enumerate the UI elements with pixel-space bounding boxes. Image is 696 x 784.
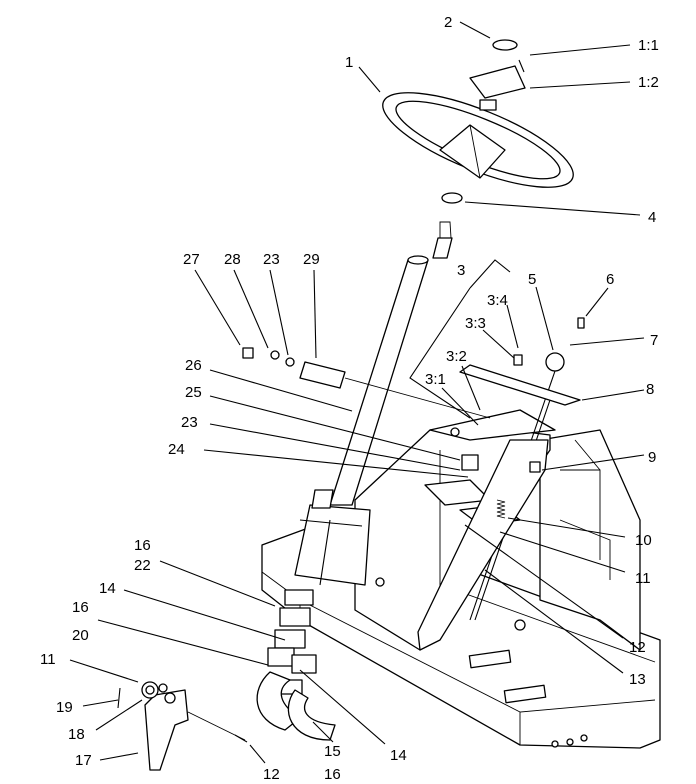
callout-18: 18 bbox=[68, 726, 85, 743]
callout-4: 4 bbox=[648, 209, 656, 226]
callout-27: 27 bbox=[183, 251, 200, 268]
callout-14-bottom: 14 bbox=[390, 747, 407, 764]
callout-9: 9 bbox=[648, 449, 656, 466]
callout-15: 15 bbox=[324, 743, 341, 760]
callout-25: 25 bbox=[185, 384, 202, 401]
callout-12-right: 12 bbox=[629, 639, 646, 656]
callout-3: 3 bbox=[457, 262, 465, 279]
pitman-arm bbox=[117, 681, 248, 771]
steering-column bbox=[294, 192, 463, 586]
callout-29: 29 bbox=[303, 251, 320, 268]
linkage-27-29 bbox=[242, 347, 491, 419]
callout-3-1: 3:1 bbox=[425, 371, 446, 388]
callout-20: 20 bbox=[72, 627, 89, 644]
callout-2: 2 bbox=[444, 14, 452, 31]
callout-16-a: 16 bbox=[134, 537, 151, 554]
callout-28: 28 bbox=[224, 251, 241, 268]
callout-6: 6 bbox=[606, 271, 614, 288]
callout-16-b: 16 bbox=[72, 599, 89, 616]
callout-8: 8 bbox=[646, 381, 654, 398]
callout-1-1: 1:1 bbox=[638, 37, 659, 54]
callout-24: 24 bbox=[168, 441, 185, 458]
callout-14-left: 14 bbox=[99, 580, 116, 597]
callout-3-3: 3:3 bbox=[465, 315, 486, 332]
callout-22: 22 bbox=[134, 557, 151, 574]
callout-3-2: 3:2 bbox=[446, 348, 467, 365]
callout-10: 10 bbox=[635, 532, 652, 549]
callout-19: 19 bbox=[56, 699, 73, 716]
callout-17: 17 bbox=[75, 752, 92, 769]
callout-23-mid: 23 bbox=[181, 414, 198, 431]
callout-labels: 1 2 1:1 1:2 4 3 3:4 3:3 3:2 3:1 5 6 7 8 … bbox=[40, 14, 659, 783]
callout-23-top: 23 bbox=[263, 251, 280, 268]
callout-16-c: 16 bbox=[324, 766, 341, 783]
steering-wheel bbox=[382, 39, 574, 188]
callout-13: 13 bbox=[629, 671, 646, 688]
callout-12-bottom: 12 bbox=[263, 766, 280, 783]
shift-lever-assembly bbox=[417, 317, 585, 651]
callout-7: 7 bbox=[650, 332, 658, 349]
valve-and-hoses bbox=[256, 519, 336, 741]
callout-1-2: 1:2 bbox=[638, 74, 659, 91]
callout-1: 1 bbox=[345, 54, 353, 71]
callout-3-4: 3:4 bbox=[487, 292, 508, 309]
callout-11-left: 11 bbox=[40, 651, 56, 668]
leader-lines bbox=[69, 21, 645, 764]
callout-5: 5 bbox=[528, 271, 536, 288]
callout-11-right: 11 bbox=[635, 570, 651, 587]
callout-26: 26 bbox=[185, 357, 202, 374]
